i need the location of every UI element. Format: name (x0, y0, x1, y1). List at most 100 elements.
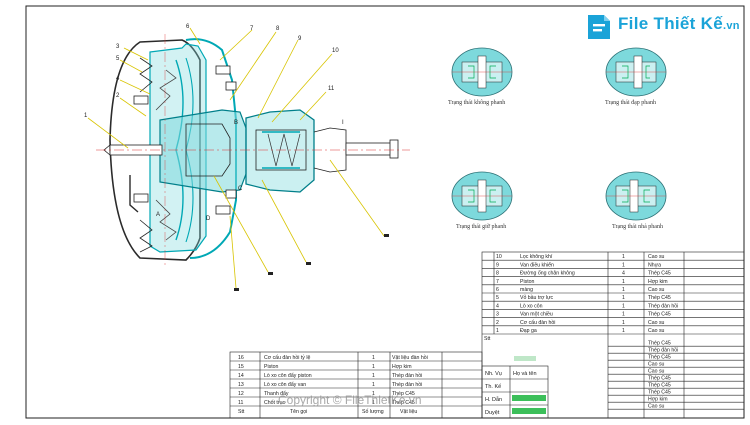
part-name: Lò xo côn đẩy piston (264, 372, 312, 379)
state-view-1 (451, 47, 513, 97)
signature-status-bars (512, 356, 546, 414)
part-no: 15 (238, 364, 244, 370)
logo-icon (588, 15, 610, 39)
callout-7: 7 (250, 26, 254, 32)
state-view-2 (605, 47, 667, 97)
part-name: Đạp ga (520, 328, 537, 334)
callout-2: 2 (116, 93, 120, 99)
part-name: Piston (264, 364, 279, 370)
site-logo[interactable]: File Thiết Kế.vn (584, 10, 744, 46)
part-material: Cao su (648, 287, 665, 293)
part-material: Thép đàn hồi (648, 348, 678, 354)
part-qty: 1 (622, 287, 625, 293)
header-name: Tên gọi (290, 409, 307, 415)
part-no: 12 (238, 391, 244, 397)
state-caption-2: Trạng thái đạp phanh (605, 100, 656, 106)
callout-5: 5 (116, 56, 120, 62)
part-qty: 1 (622, 279, 625, 285)
part-no: 14 (238, 373, 244, 379)
copyright-watermark: Copyright © FileThietKe.vn (278, 393, 422, 407)
state-caption-4: Trạng thái nhả phanh (612, 224, 663, 230)
part-material: Thép C45 (648, 295, 671, 301)
callout-6: 6 (186, 24, 190, 30)
part-name: Lọc không khí (520, 254, 553, 260)
callout-9: 9 (298, 36, 302, 42)
part-material: Hợp kim (392, 364, 412, 370)
part-name: Cơ cấu đàn hồi (520, 320, 555, 326)
sign-name-header: Họ và tên (513, 371, 537, 377)
part-qty: 1 (372, 382, 375, 388)
booster-assembly (96, 34, 410, 265)
part-name: Vỏ bầu trợ lực (520, 294, 554, 301)
callout-I: I (342, 120, 344, 126)
part-no: 1 (496, 328, 499, 334)
header-qty: Số lượng (362, 409, 384, 415)
logo-domain: .vn (722, 20, 740, 32)
part-no-header: Stt (484, 336, 491, 342)
part-material: Hợp kim (648, 397, 668, 403)
part-material: Cao su (648, 328, 665, 334)
part-material: Hợp kim (648, 279, 668, 285)
part-material: Cao su (648, 320, 665, 326)
part-material: Thép đàn hồi (392, 373, 422, 379)
part-no: 2 (496, 320, 499, 326)
part-name: Cơ cấu đàn hồi tỷ lệ (264, 354, 310, 361)
callout-A: A (156, 212, 160, 218)
part-qty: 1 (372, 391, 375, 397)
part-qty: 1 (622, 312, 625, 318)
part-material: Cao su (648, 369, 665, 375)
callout-1: 1 (84, 113, 88, 119)
part-name: Van một chiều (520, 312, 553, 318)
signature-labels: Nh. Vụ Th. Kế H. Dẫn Duyệt Họ và tên (485, 371, 537, 416)
part-material: Thép C45 (648, 376, 671, 382)
callout-labels: 1 2 3 4 5 6 7 8 9 10 11 I A B C D (84, 24, 344, 222)
state-views (451, 47, 667, 221)
part-qty: 1 (622, 320, 625, 326)
part-material: Cao su (648, 362, 665, 368)
leader-lines (87, 27, 385, 289)
part-name: Đường ống chân không (520, 271, 575, 277)
callout-C: C (238, 186, 243, 192)
part-name: Van điều khiển (520, 261, 554, 268)
logo-text: File Thiết Kế.vn (618, 14, 740, 34)
part-material: Nhựa (648, 262, 661, 268)
sign-role-4: Duyệt (485, 410, 500, 416)
part-qty: 1 (622, 303, 625, 309)
part-name: Chốt trục (264, 400, 285, 406)
state-caption-3: Trạng thái giữ phanh (456, 224, 507, 230)
part-name: màng (520, 287, 533, 293)
part-name: Lò xo côn (520, 303, 543, 309)
part-qty: 1 (372, 400, 375, 406)
part-qty: 1 (622, 295, 625, 301)
callout-8: 8 (276, 26, 280, 32)
part-qty: 1 (372, 373, 375, 379)
part-name: Lò xo côn đẩy van (264, 381, 306, 388)
part-no: 8 (496, 271, 499, 277)
callout-10: 10 (332, 48, 339, 54)
part-material: Thép C45 (648, 341, 671, 347)
part-no: 4 (496, 303, 499, 309)
part-material: Thép C45 (648, 312, 671, 318)
part-material: Cao su (648, 254, 665, 260)
state-view-4 (605, 171, 667, 221)
part-qty: 1 (372, 355, 375, 361)
part-material: Thép C45 (648, 355, 671, 361)
part-no: 5 (496, 295, 499, 301)
part-no: 9 (496, 262, 499, 268)
callout-blocks (234, 234, 389, 291)
callout-4: 4 (116, 76, 120, 82)
part-material: Thép C45 (648, 271, 671, 277)
part-no: 16 (238, 355, 244, 361)
callout-B: B (234, 120, 238, 126)
parts-table-right (481, 251, 745, 419)
part-material: Cao su (648, 404, 665, 410)
callout-3: 3 (116, 44, 120, 50)
part-no: 6 (496, 287, 499, 293)
state-caption-1: Trạng thái không phanh (448, 100, 506, 106)
callout-D: D (206, 216, 211, 222)
part-name: Thanh đẩy (264, 390, 289, 397)
part-qty: 1 (622, 262, 625, 268)
